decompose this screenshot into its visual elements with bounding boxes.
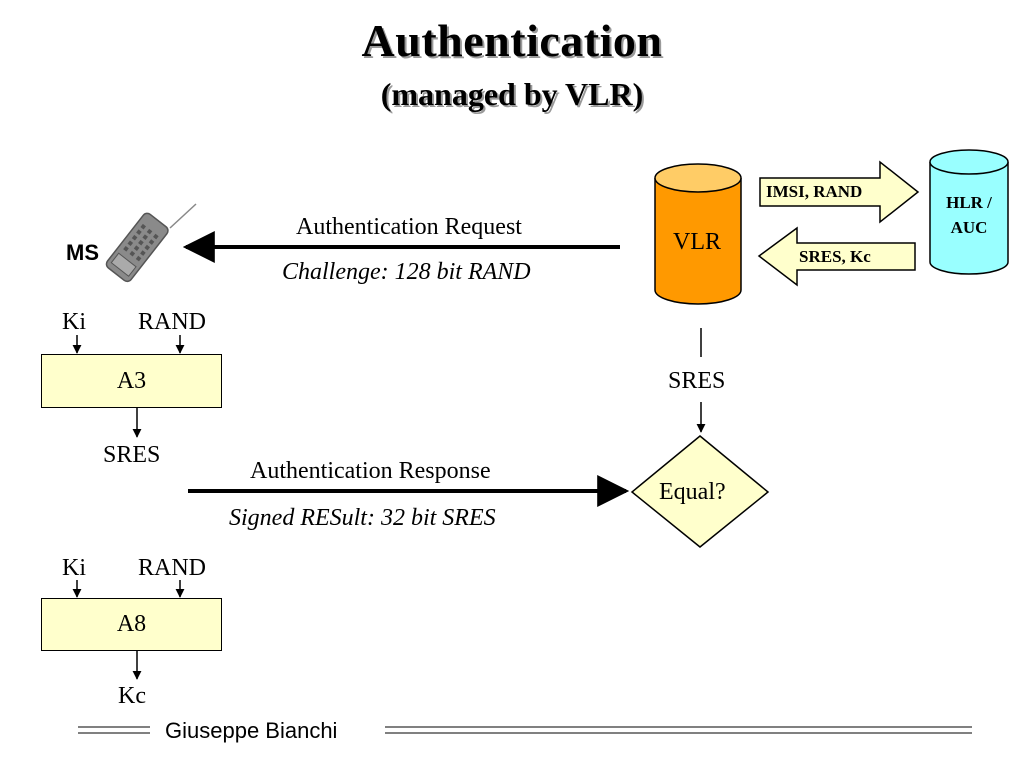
mobile-phone-icon xyxy=(105,203,197,283)
request-sublabel: Challenge: 128 bit RAND xyxy=(282,259,531,285)
equal-label: Equal? xyxy=(659,479,726,505)
response-label: Authentication Response xyxy=(250,458,491,484)
a8-box-label: A8 xyxy=(116,611,147,637)
a8-input-ki: Ki xyxy=(62,555,86,581)
a8-input-rand: RAND xyxy=(138,555,207,581)
a8-algorithm-box: A8 xyxy=(41,598,222,651)
response-sublabel: Signed RESult: 32 bit SRES xyxy=(229,505,496,531)
vlr-database-icon xyxy=(654,163,742,305)
imsi-rand-label: IMSI, RAND xyxy=(766,182,863,201)
ms-label: MS xyxy=(66,240,99,265)
a3-algorithm-box: A3 xyxy=(41,354,222,408)
equal-decision-diamond xyxy=(630,435,770,548)
a3-box-label: A3 xyxy=(116,367,147,394)
sres-kc-block-arrow xyxy=(757,226,916,287)
slide-title: Authentication xyxy=(361,15,663,66)
footer-rule-right xyxy=(385,726,972,734)
footer-rule-left xyxy=(78,726,150,734)
request-label: Authentication Request xyxy=(296,214,522,240)
sres-kc-label: SRES, Kc xyxy=(799,247,871,266)
hlr-auc-database-icon xyxy=(929,149,1009,275)
imsi-rand-block-arrow xyxy=(759,160,920,224)
footer-author: Giuseppe Bianchi xyxy=(165,718,338,743)
a8-output-kc: Kc xyxy=(118,683,146,709)
slide-subtitle: (managed by VLR) xyxy=(380,76,644,112)
vlr-sres-label: SRES xyxy=(668,368,726,394)
hlr-label-line1: HLR / xyxy=(946,193,992,212)
vlr-label: VLR xyxy=(673,229,721,255)
a3-input-ki: Ki xyxy=(62,309,86,335)
hlr-label-line2: AUC xyxy=(950,218,988,237)
a3-output-sres: SRES xyxy=(103,442,161,468)
a3-input-rand: RAND xyxy=(138,309,207,335)
